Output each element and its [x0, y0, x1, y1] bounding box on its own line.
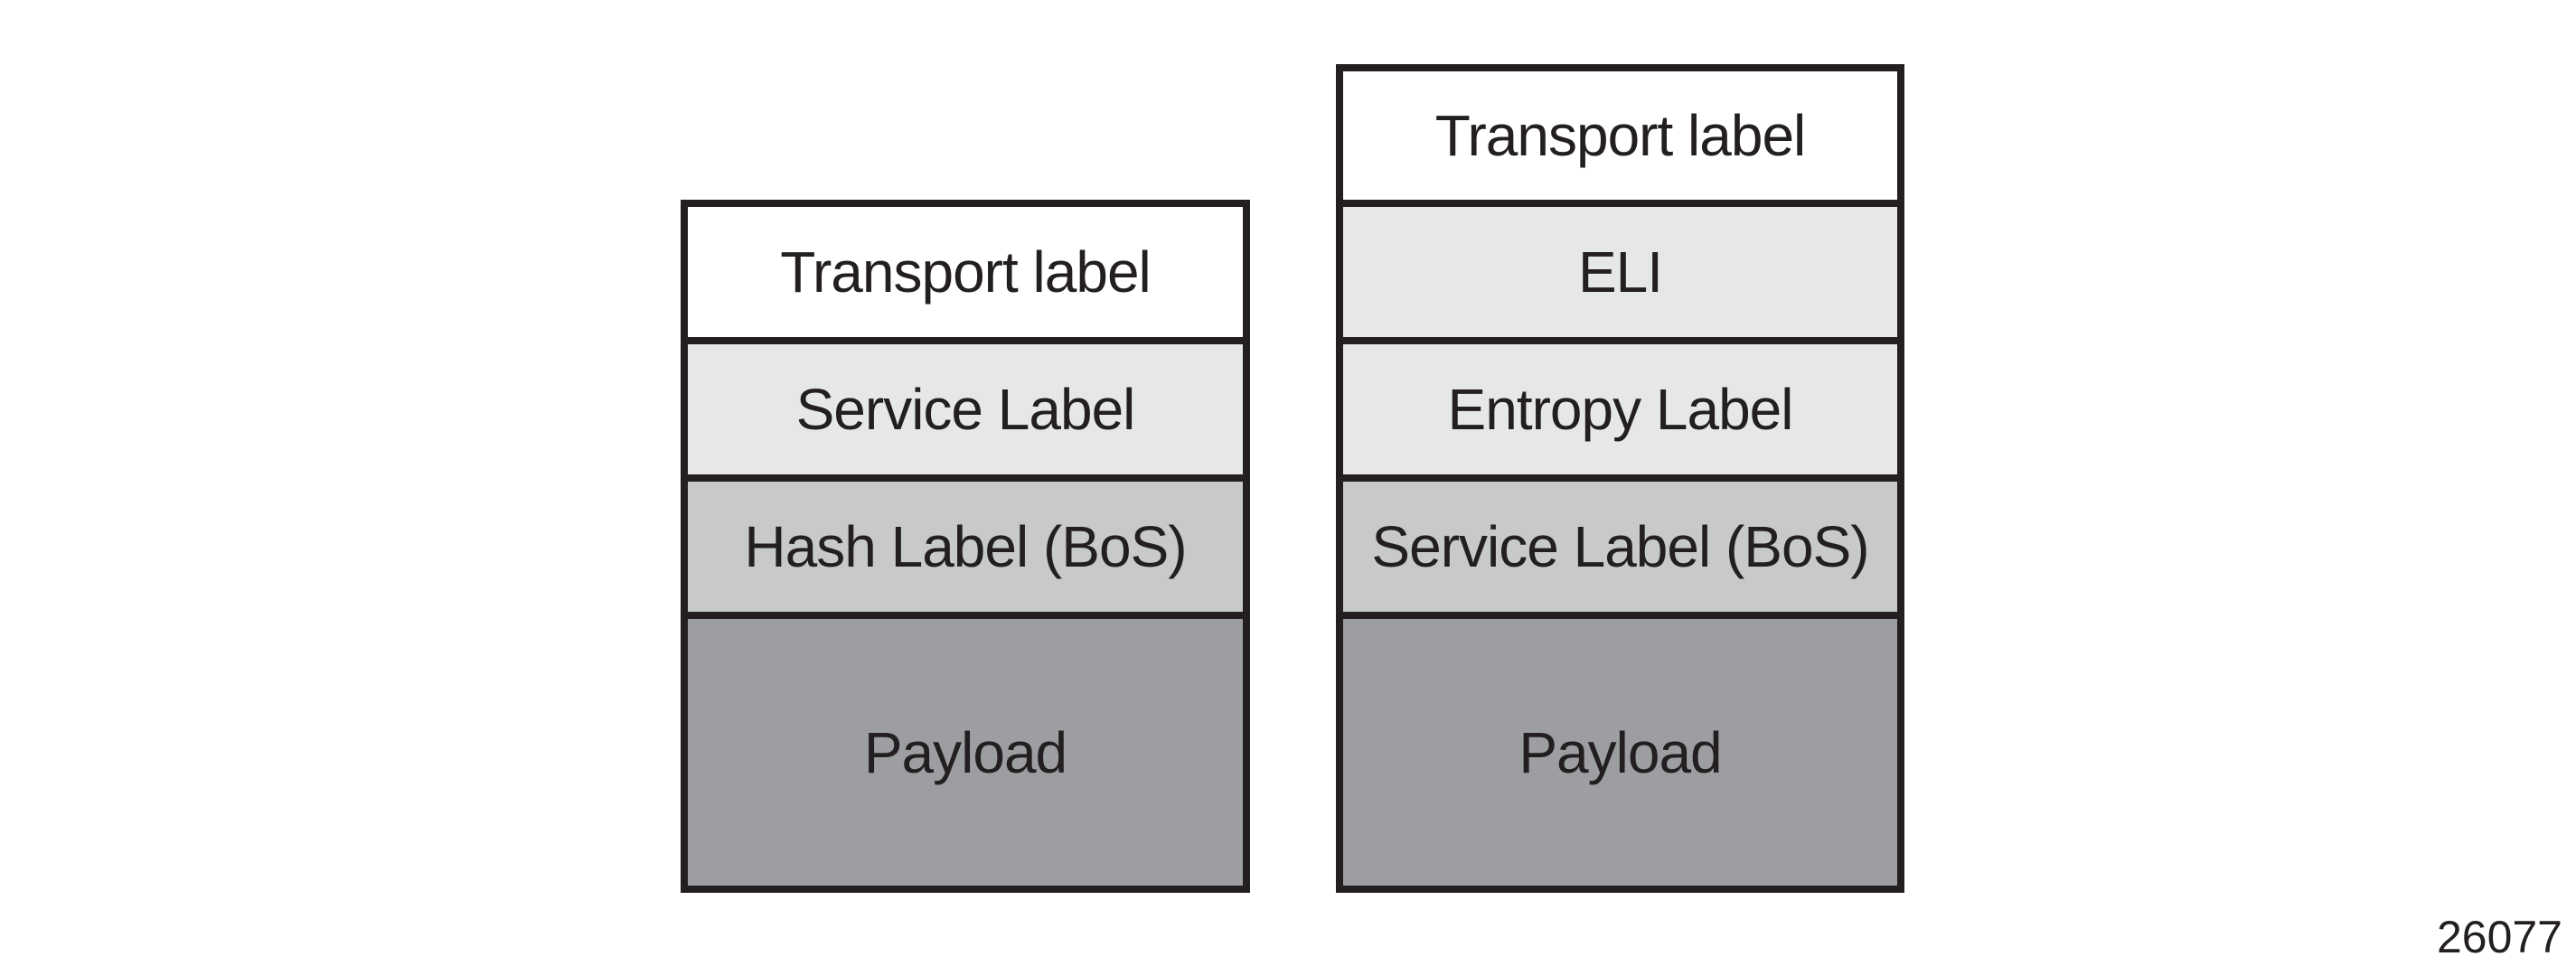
stack-row-label: Service Label: [795, 377, 1136, 442]
stack-row-label: Transport label: [780, 239, 1151, 305]
stack-row-label: Transport label: [1434, 103, 1806, 168]
figure-number: 26077: [2436, 912, 2562, 962]
stack-row-label: ELI: [1577, 239, 1663, 305]
stack-row-payload: Payload: [688, 612, 1243, 886]
stack-row-hash-label-bos: Hash Label (BoS): [688, 474, 1243, 612]
stack-row-label: Hash Label (BoS): [744, 514, 1187, 579]
stack-row-service-label-bos: Service Label (BoS): [1343, 474, 1897, 612]
stack-row-transport-label: Transport label: [1343, 71, 1897, 200]
stack-row-payload: Payload: [1343, 612, 1897, 886]
stack-row-eli: ELI: [1343, 200, 1897, 337]
stack-row-transport-label: Transport label: [688, 207, 1243, 337]
stack-row-service-label: Service Label: [688, 337, 1243, 474]
stack-row-label: Service Label (BoS): [1371, 514, 1869, 579]
stack-row-label: Entropy Label: [1447, 377, 1794, 442]
stack-row-label: Payload: [1518, 719, 1722, 785]
stack-row-entropy-label: Entropy Label: [1343, 337, 1897, 474]
stack-row-label: Payload: [863, 719, 1067, 785]
